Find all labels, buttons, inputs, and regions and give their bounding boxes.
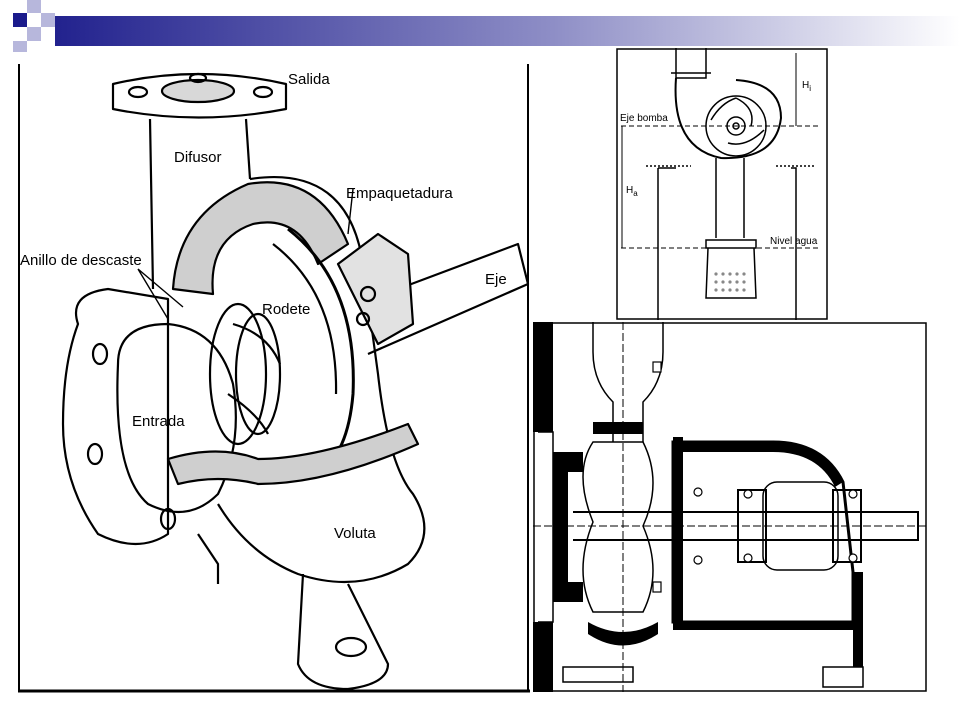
pump-cutaway-panel: Salida Difusor Empaquetadura Anillo de d… — [18, 64, 530, 694]
label-ha: Ha — [626, 185, 638, 198]
header-square-light — [13, 41, 27, 52]
label-voluta: Voluta — [334, 525, 376, 542]
installation-diagram-panel: Hi Eje bomba Ha Nivel agua — [616, 48, 828, 320]
header-square-dark — [13, 13, 27, 27]
label-nivel-agua: Nivel agua — [770, 236, 818, 247]
label-salida: Salida — [288, 71, 330, 88]
label-empaquetadura: Empaquetadura — [346, 185, 453, 202]
slide-header-bar — [0, 0, 960, 52]
pump-section-drawing — [533, 322, 927, 692]
label-difusor: Difusor — [174, 149, 222, 166]
header-square-light — [27, 0, 41, 13]
label-hi: Hi — [802, 80, 811, 93]
header-square-light — [41, 13, 55, 27]
label-anillo-de-descaste: Anillo de descaste — [20, 252, 142, 269]
label-eje: Eje — [485, 271, 507, 288]
section-drawing-panel — [533, 322, 927, 692]
header-square-light — [27, 27, 41, 41]
installation-diagram-drawing: Hi Eje bomba Ha Nivel agua — [616, 48, 828, 320]
label-eje-bomba: Eje bomba — [620, 113, 668, 124]
pump-cutaway-drawing: Salida Difusor Empaquetadura Anillo de d… — [18, 64, 530, 693]
label-rodete: Rodete — [262, 301, 310, 318]
header-gradient — [13, 0, 960, 52]
label-entrada: Entrada — [132, 413, 185, 430]
